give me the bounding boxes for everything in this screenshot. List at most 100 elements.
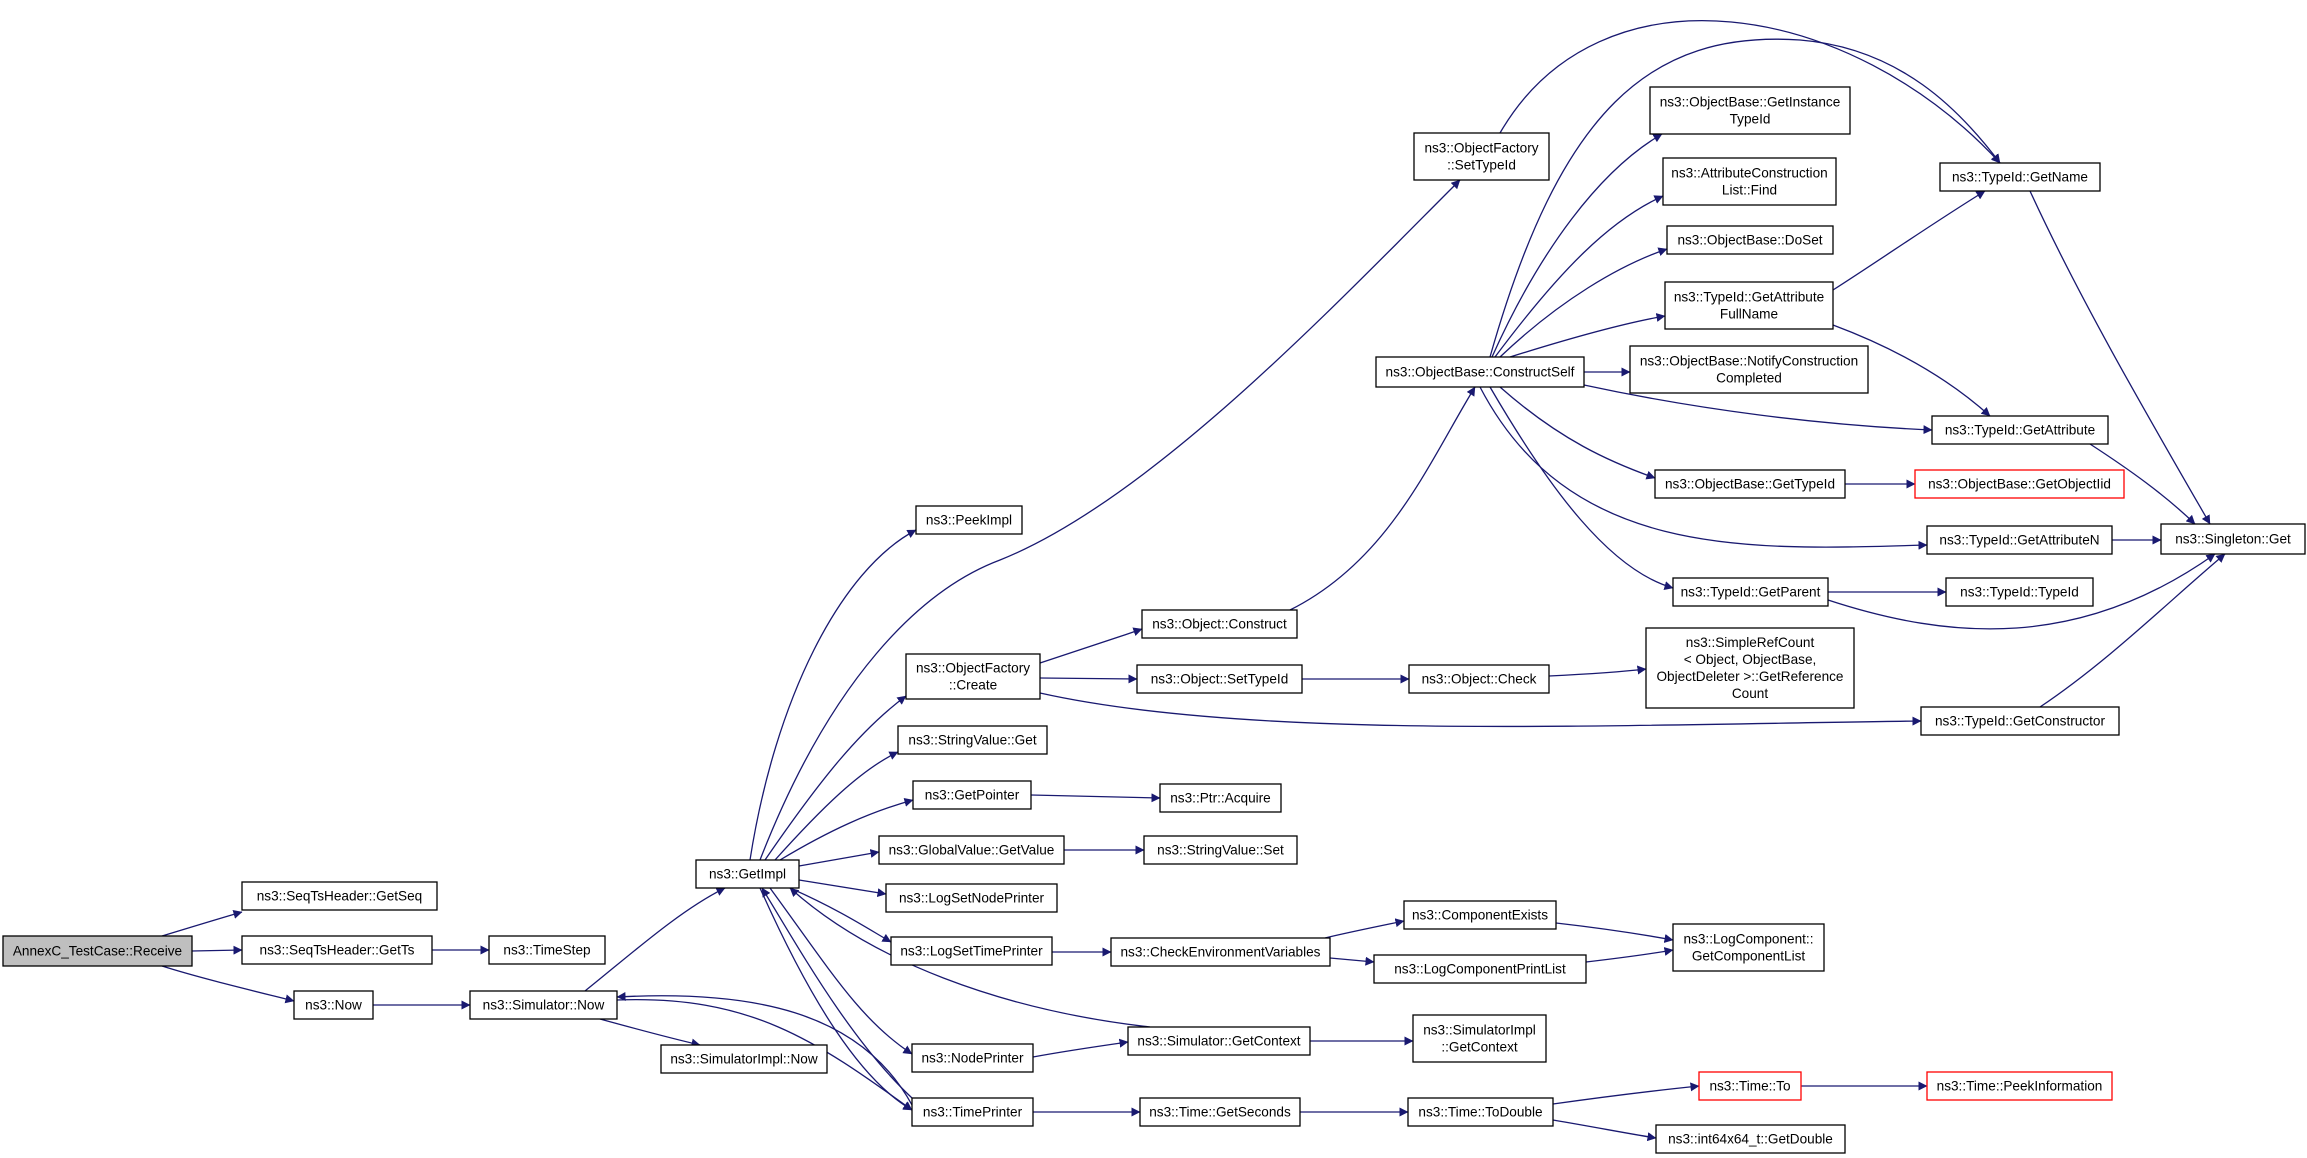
node-box bbox=[1373, 954, 1587, 984]
node-timetodouble[interactable]: ns3::Time::ToDouble bbox=[1407, 1097, 1554, 1127]
node-simnow[interactable]: ns3::Simulator::Now bbox=[469, 990, 618, 1020]
node-obconstructself[interactable]: ns3::ObjectBase::ConstructSelf bbox=[1375, 356, 1585, 388]
node-ofsettypeid[interactable]: ns3::ObjectFactory::SetTypeId bbox=[1413, 132, 1550, 181]
node-timeprinter[interactable]: ns3::TimePrinter bbox=[911, 1097, 1034, 1127]
edge-obconstructself-to-tigetattrn bbox=[1479, 386, 1928, 550]
node-tigetname[interactable]: ns3::TypeId::GetName bbox=[1939, 162, 2101, 192]
node-box bbox=[2160, 523, 2306, 555]
node-box bbox=[1914, 469, 2125, 499]
node-simimplctx[interactable]: ns3::SimulatorImpl::GetContext bbox=[1412, 1014, 1547, 1063]
node-box bbox=[890, 936, 1053, 966]
node-obnotify[interactable]: ns3::ObjectBase::NotifyConstructionCompl… bbox=[1629, 345, 1869, 394]
node-simimplnow[interactable]: ns3::SimulatorImpl::Now bbox=[660, 1044, 828, 1074]
node-receive[interactable]: AnnexC_TestCase::Receive bbox=[2, 935, 193, 967]
node-ptracquire[interactable]: ns3::Ptr::Acquire bbox=[1159, 783, 1282, 813]
node-checkenv[interactable]: ns3::CheckEnvironmentVariables bbox=[1110, 937, 1331, 967]
edge-tigetname-to-singletonget bbox=[2029, 190, 2211, 525]
node-logsetnode[interactable]: ns3::LogSetNodePrinter bbox=[885, 883, 1058, 913]
node-tigetattrn[interactable]: ns3::TypeId::GetAttributeN bbox=[1926, 525, 2113, 555]
node-box bbox=[1649, 86, 1851, 135]
node-objsettypeid[interactable]: ns3::Object::SetTypeId bbox=[1136, 664, 1303, 694]
node-label: FullName bbox=[1720, 307, 1778, 322]
node-nodeprinter[interactable]: ns3::NodePrinter bbox=[911, 1043, 1034, 1073]
node-tigetconstructor[interactable]: ns3::TypeId::GetConstructor bbox=[1920, 706, 2120, 736]
node-strget[interactable]: ns3::StringValue::Get bbox=[897, 725, 1048, 755]
edge-ofsettypeid-to-tigetname bbox=[1499, 20, 2001, 164]
edge-tigetconstructor-to-singletonget bbox=[2039, 553, 2226, 708]
node-getts[interactable]: ns3::SeqTsHeader::GetTs bbox=[241, 935, 433, 965]
node-tigetattr[interactable]: ns3::TypeId::GetAttribute bbox=[1931, 415, 2109, 445]
node-label: ns3::Now bbox=[305, 998, 362, 1013]
node-box bbox=[911, 1097, 1034, 1127]
node-label: ns3::int64x64_t::GetDouble bbox=[1668, 1132, 1833, 1147]
node-box bbox=[1403, 900, 1557, 930]
node-int64getdouble[interactable]: ns3::int64x64_t::GetDouble bbox=[1655, 1124, 1846, 1154]
node-label: ns3::ObjectFactory bbox=[916, 661, 1030, 676]
node-box bbox=[885, 883, 1058, 913]
node-label: ns3::Simulator::GetContext bbox=[1137, 1034, 1300, 1049]
node-label: ns3::SimulatorImpl::Now bbox=[670, 1052, 817, 1067]
node-box bbox=[469, 990, 618, 1020]
node-timegetsec[interactable]: ns3::Time::GetSeconds bbox=[1139, 1097, 1301, 1127]
edge-compexists-to-logcompgetlist bbox=[1555, 922, 1674, 943]
node-getpointer[interactable]: ns3::GetPointer bbox=[912, 780, 1032, 810]
node-strset[interactable]: ns3::StringValue::Set bbox=[1143, 835, 1298, 865]
node-label: GetComponentList bbox=[1692, 949, 1806, 964]
edge-getimpl-to-strget bbox=[774, 751, 899, 861]
node-simgetctx[interactable]: ns3::Simulator::GetContext bbox=[1127, 1026, 1311, 1056]
node-objconstruct[interactable]: ns3::Object::Construct bbox=[1141, 609, 1298, 639]
edge-objconstruct-to-obconstructself bbox=[1289, 386, 1476, 611]
node-label: ns3::Time::PeekInformation bbox=[1937, 1079, 2103, 1094]
node-box bbox=[1645, 627, 1855, 709]
node-label: ns3::TypeId::GetAttributeN bbox=[1939, 533, 2099, 548]
node-objcheck[interactable]: ns3::Object::Check bbox=[1408, 664, 1550, 694]
node-peekimpl[interactable]: ns3::PeekImpl bbox=[915, 505, 1023, 535]
node-box bbox=[2, 935, 193, 967]
node-box bbox=[1629, 345, 1869, 394]
edge-nodeprinter-to-simgetctx bbox=[1032, 1038, 1129, 1058]
node-box bbox=[241, 935, 433, 965]
node-box bbox=[1926, 1071, 2113, 1101]
node-label: ns3::ObjectBase::GetInstance bbox=[1660, 95, 1841, 110]
node-obgetobjectiid[interactable]: ns3::ObjectBase::GetObjectIid bbox=[1914, 469, 2125, 499]
node-tigetparent[interactable]: ns3::TypeId::GetParent bbox=[1672, 577, 1829, 607]
node-singletonget[interactable]: ns3::Singleton::Get bbox=[2160, 523, 2306, 555]
edge-obconstructself-to-obdoset bbox=[1499, 247, 1668, 358]
node-timepeekinfo[interactable]: ns3::Time::PeekInformation bbox=[1926, 1071, 2113, 1101]
node-getimpl[interactable]: ns3::GetImpl bbox=[695, 859, 800, 889]
node-label: ns3::ObjectBase::ConstructSelf bbox=[1386, 365, 1575, 380]
node-box bbox=[878, 835, 1065, 865]
node-box bbox=[1666, 225, 1834, 255]
node-label: Completed bbox=[1716, 371, 1782, 386]
node-logcompprint[interactable]: ns3::LogComponentPrintList bbox=[1373, 954, 1587, 984]
edge-timetodouble-to-int64getdouble bbox=[1552, 1119, 1657, 1142]
node-getseq[interactable]: ns3::SeqTsHeader::GetSeq bbox=[241, 881, 438, 911]
edge-logcompprint-to-logcompgetlist bbox=[1585, 947, 1674, 963]
node-now[interactable]: ns3::Now bbox=[293, 990, 374, 1020]
node-logcompgetlist[interactable]: ns3::LogComponent::GetComponentList bbox=[1672, 923, 1825, 972]
node-label: ns3::TypeId::TypeId bbox=[1960, 585, 2079, 600]
node-label: ns3::LogComponent:: bbox=[1684, 932, 1814, 947]
node-label: ns3::SimulatorImpl bbox=[1423, 1023, 1536, 1038]
node-ofcreate[interactable]: ns3::ObjectFactory::Create bbox=[905, 653, 1041, 700]
node-titypeid[interactable]: ns3::TypeId::TypeId bbox=[1945, 577, 2094, 607]
node-label: ns3::ObjectBase::GetObjectIid bbox=[1928, 477, 2111, 492]
node-box bbox=[1136, 664, 1303, 694]
node-timeto[interactable]: ns3::Time::To bbox=[1698, 1071, 1802, 1101]
node-obdoset[interactable]: ns3::ObjectBase::DoSet bbox=[1666, 225, 1834, 255]
node-obgettypeid[interactable]: ns3::ObjectBase::GetTypeId bbox=[1654, 469, 1846, 499]
node-compexists[interactable]: ns3::ComponentExists bbox=[1403, 900, 1557, 930]
node-box bbox=[1110, 937, 1331, 967]
node-label: ::GetContext bbox=[1441, 1040, 1518, 1055]
edge-checkenv-to-logcompprint bbox=[1329, 956, 1375, 966]
node-gvgetvalue[interactable]: ns3::GlobalValue::GetValue bbox=[878, 835, 1065, 865]
node-simplerefcount[interactable]: ns3::SimpleRefCount< Object, ObjectBase,… bbox=[1645, 627, 1855, 709]
node-box bbox=[1143, 835, 1298, 865]
node-timestep[interactable]: ns3::TimeStep bbox=[488, 935, 606, 965]
node-logsettime[interactable]: ns3::LogSetTimePrinter bbox=[890, 936, 1053, 966]
node-box bbox=[1920, 706, 2120, 736]
